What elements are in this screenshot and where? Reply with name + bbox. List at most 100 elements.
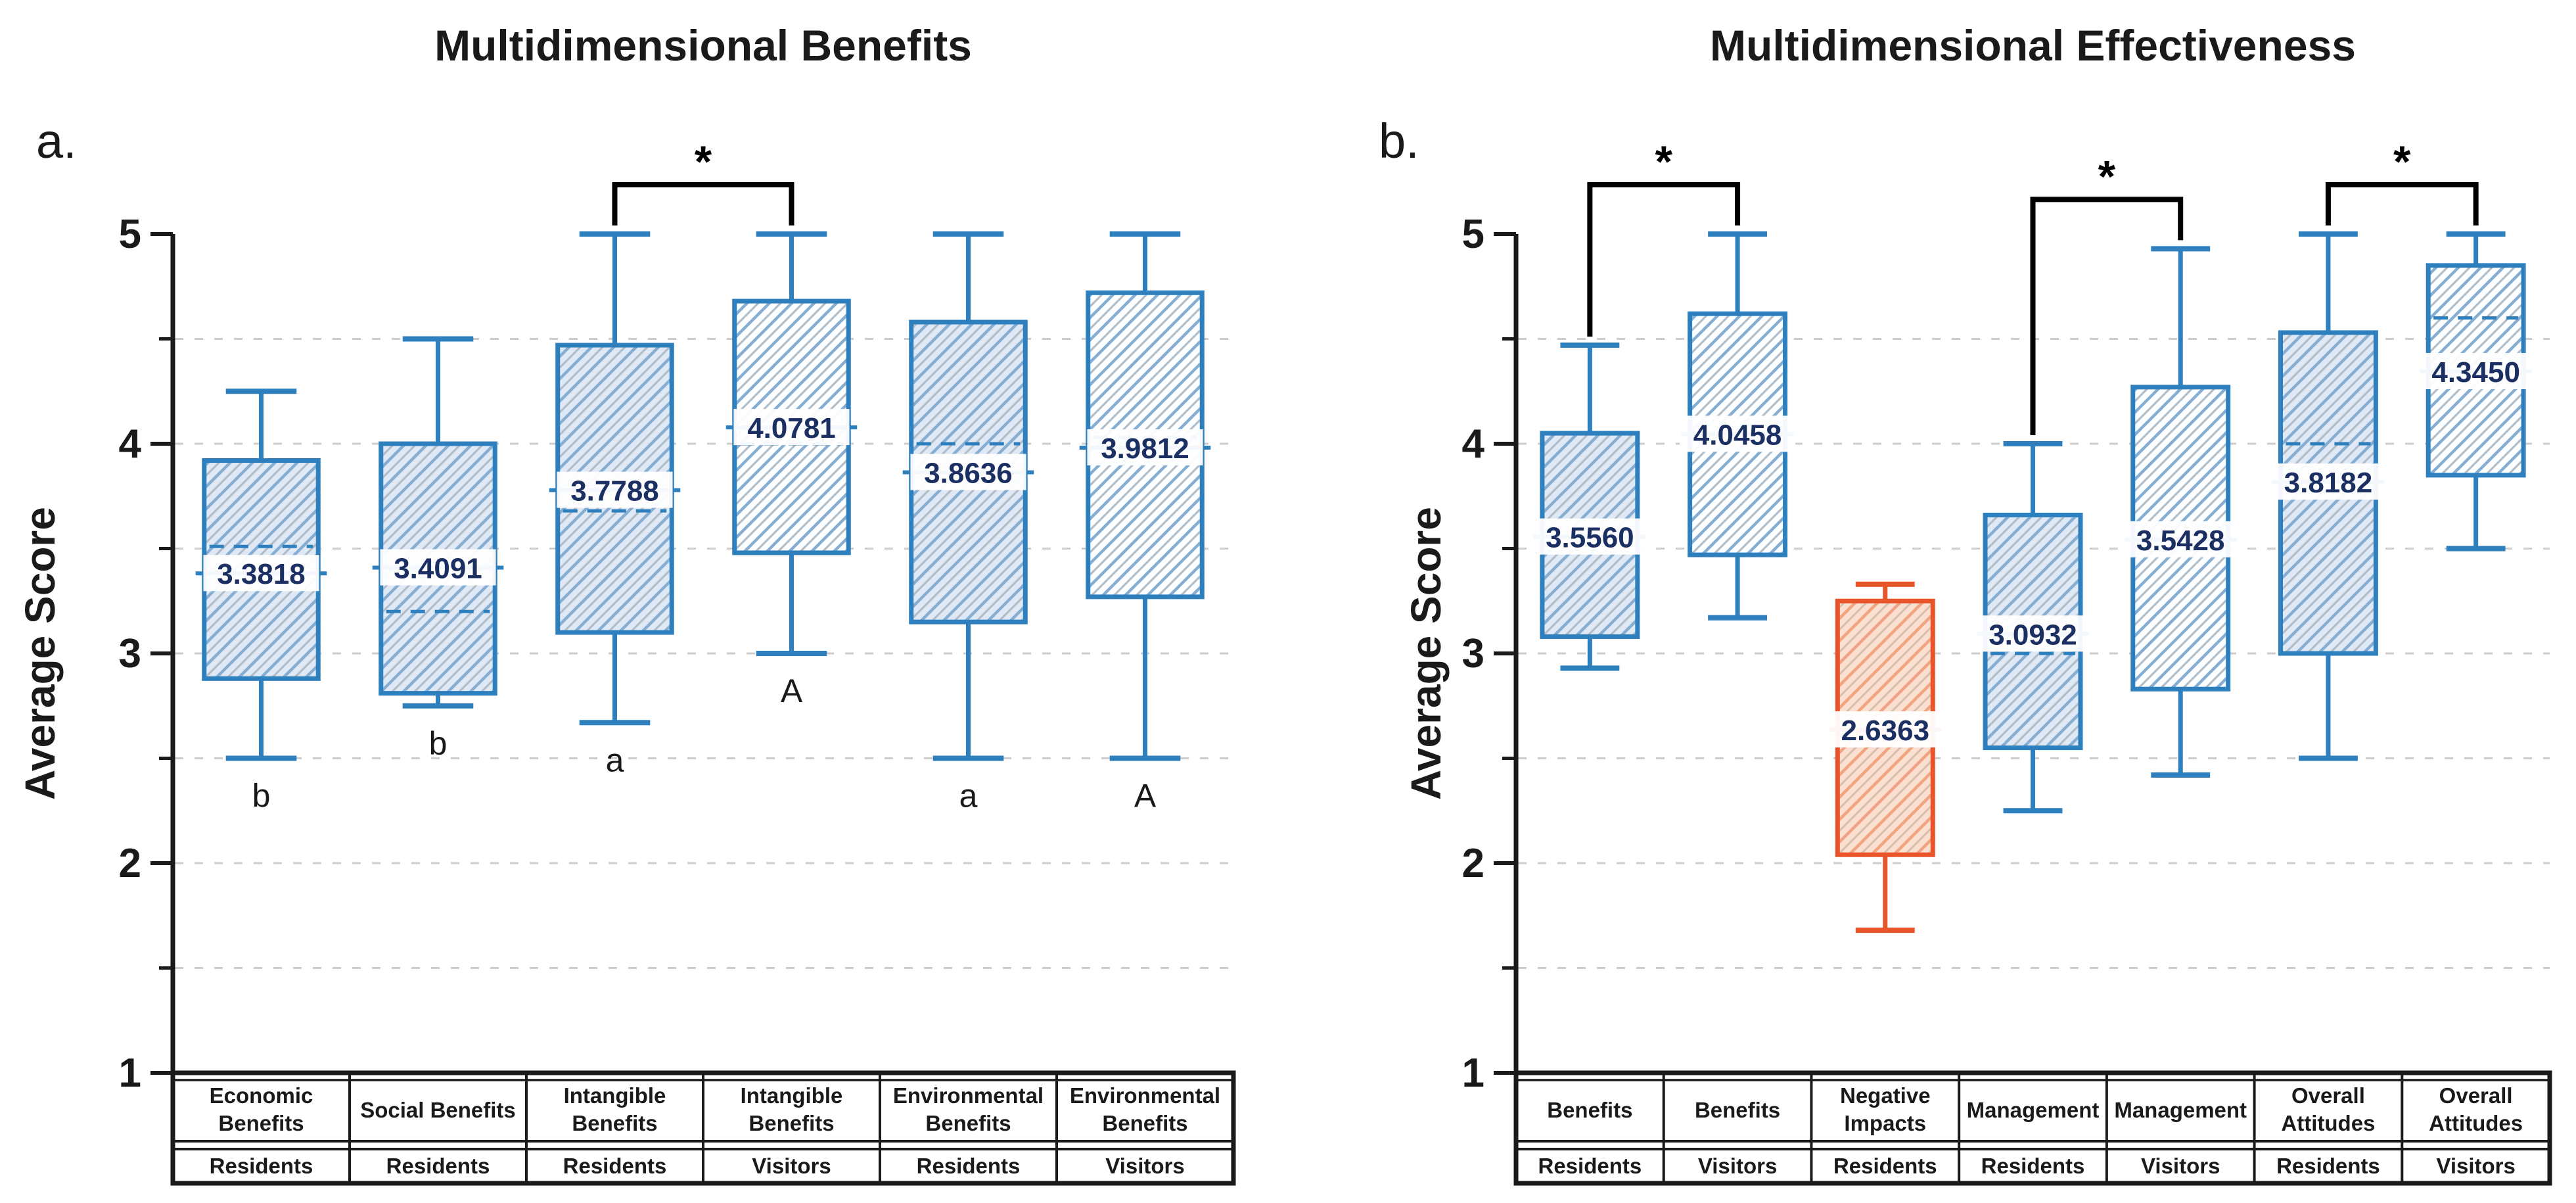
mean-value-label: 3.0932 xyxy=(1989,619,2077,651)
mean-label-bg xyxy=(1680,415,1796,452)
mean-label-bg xyxy=(910,454,1026,490)
table-group-label: Residents xyxy=(917,1154,1021,1178)
table-category-label: Environmental xyxy=(1070,1083,1220,1108)
y-tick-label: 5 xyxy=(1462,212,1484,257)
group-letter: a xyxy=(606,742,624,778)
y-tick-label: 4 xyxy=(119,421,142,467)
table-group-label: Residents xyxy=(2276,1154,2380,1178)
table-group-label: Visitors xyxy=(752,1154,831,1178)
mean-value-label: 3.9812 xyxy=(1101,433,1189,465)
box-group: 3.8636 a xyxy=(902,231,1034,814)
group-letter: b xyxy=(252,778,271,814)
box-group: 2.6363 xyxy=(1827,581,1943,933)
mean-value-label: 2.6363 xyxy=(1841,715,1929,747)
table-group-label: Visitors xyxy=(2141,1154,2220,1178)
y-tick-label: 3 xyxy=(119,631,141,676)
group-letter: b xyxy=(429,725,448,762)
table-category-label: Social Benefits xyxy=(360,1098,516,1122)
table-group-label: Residents xyxy=(1981,1154,2085,1178)
significance-bracket xyxy=(1587,182,1741,337)
table-outer-border xyxy=(1513,1070,2552,1186)
table-category-label: Negative xyxy=(1840,1083,1931,1108)
y-tick-label: 1 xyxy=(119,1050,141,1096)
table-category-label: Benefits xyxy=(1102,1111,1187,1135)
mean-value-label: 4.0458 xyxy=(1693,419,1782,451)
table-group-label: Residents xyxy=(563,1154,667,1178)
box-group: 3.0932 xyxy=(1975,441,2091,814)
table-category-label: Impacts xyxy=(1844,1111,1926,1135)
mean-value-label: 4.3450 xyxy=(2431,356,2520,389)
significance-star: * xyxy=(2393,137,2411,187)
table-category-label: Attitudes xyxy=(2281,1111,2375,1135)
mean-value-label: 3.8182 xyxy=(2284,467,2373,499)
mean-label-bg xyxy=(1532,518,1648,555)
mean-label-bg xyxy=(203,555,319,592)
table-group-label: Residents xyxy=(210,1154,313,1178)
box-group: 4.3450 xyxy=(2418,231,2534,552)
mean-value-label: 3.7788 xyxy=(570,475,659,507)
mean-value-label: 4.0781 xyxy=(747,412,836,444)
table-category-label: Management xyxy=(1967,1098,2100,1122)
table-category-label: Management xyxy=(2114,1098,2247,1122)
panel-b: Multidimensional Effectiveness b. 1 2 3 4 5Ave… xyxy=(1379,21,2552,1186)
mean-value-label: 3.8636 xyxy=(924,458,1013,490)
panel-title: Multidimensional Benefits xyxy=(434,21,972,70)
mean-value-label: 3.5560 xyxy=(1546,522,1634,554)
table-category-label: Overall xyxy=(2439,1083,2513,1108)
table-group-label: Residents xyxy=(1538,1154,1642,1178)
box-group: 3.7788 a xyxy=(549,231,681,778)
table-category-label: Intangible xyxy=(564,1083,666,1108)
table-category-label: Environmental xyxy=(893,1083,1044,1108)
panel-corner-label: a. xyxy=(36,114,77,168)
y-tick-label: 2 xyxy=(1462,841,1484,886)
mean-label-bg xyxy=(2123,521,2239,557)
box-group: 3.5428 xyxy=(2123,246,2239,778)
significance-star: * xyxy=(1655,137,1672,187)
table-group-label: Visitors xyxy=(1105,1154,1184,1178)
mean-value-label: 3.4091 xyxy=(394,552,482,584)
panel-title: Multidimensional Effectiveness xyxy=(1710,21,2356,70)
y-tick-label: 2 xyxy=(119,841,141,886)
box-group: 3.5560 xyxy=(1532,342,1648,671)
group-letter: A xyxy=(781,672,803,709)
panel-corner-label: b. xyxy=(1379,114,1419,168)
significance-star: * xyxy=(695,137,712,187)
group-letter: a xyxy=(959,778,978,814)
group-letter: A xyxy=(1134,778,1157,814)
mean-label-bg xyxy=(733,409,850,446)
table-category-label: Economic xyxy=(210,1083,313,1108)
y-tick-label: 3 xyxy=(1462,631,1484,676)
significance-star: * xyxy=(2098,151,2116,201)
table-category-label: Benefits xyxy=(1695,1098,1780,1122)
table-group-label: Residents xyxy=(386,1154,490,1178)
significance-bracket xyxy=(2325,182,2479,225)
table-category-label: Intangible xyxy=(741,1083,843,1108)
table-category-label: Benefits xyxy=(572,1111,657,1135)
category-table: BenefitsResidentsBenefitsVisitorsNegativ… xyxy=(1513,1070,2552,1186)
significance-bracket xyxy=(2030,197,2184,435)
significance-bracket xyxy=(612,182,794,225)
table-category-label: Overall xyxy=(2291,1083,2365,1108)
mean-label-bg xyxy=(1087,429,1203,465)
box-group: 3.4091 b xyxy=(372,336,504,762)
table-category-label: Benefits xyxy=(748,1111,834,1135)
mean-label-bg xyxy=(1975,615,2091,652)
mean-label-bg xyxy=(2418,352,2534,389)
table-group-label: Visitors xyxy=(2436,1154,2515,1178)
y-tick-label: 1 xyxy=(1462,1050,1484,1096)
y-tick-label: 5 xyxy=(119,212,141,257)
mean-label-bg xyxy=(2270,463,2386,500)
mean-label-bg xyxy=(557,471,673,508)
y-axis-title: Average Score xyxy=(1402,507,1450,800)
box-group: 4.0458 xyxy=(1680,231,1796,621)
table-category-label: Attitudes xyxy=(2429,1111,2523,1135)
y-tick-label: 4 xyxy=(1462,421,1485,467)
table-group-label: Residents xyxy=(1833,1154,1937,1178)
mean-value-label: 3.5428 xyxy=(2136,525,2225,557)
